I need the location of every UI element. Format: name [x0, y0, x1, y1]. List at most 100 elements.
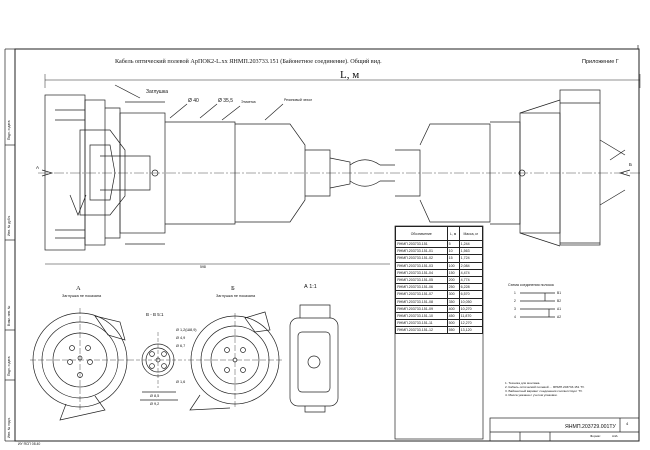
- marker-a: А: [36, 165, 40, 170]
- table-cell: ЯНМП.203733.151-06: [395, 283, 448, 292]
- table-cell: 450: [446, 311, 460, 321]
- table-cell: 6,228: [458, 283, 484, 292]
- dim-label: Ø 4,9: [176, 336, 186, 340]
- table-cell: 15: [446, 254, 460, 263]
- table-cell: 250: [446, 283, 460, 292]
- table-cell: 4,474: [458, 268, 484, 277]
- note-line: 2. Кабель оптический полевой ... ЯНМП.20…: [505, 385, 585, 389]
- callout-boot: Резиновый чехол: [284, 98, 313, 102]
- stamp-sheet: 4: [626, 421, 629, 426]
- callout-sleeve: Этикетка: [241, 100, 256, 104]
- table-cell: 5: [446, 239, 460, 249]
- view-b-subtitle: Заглушка не показана: [216, 294, 256, 298]
- bottom-left-code: ИУ ЯСП 08.40: [18, 442, 41, 446]
- scheme-pin: 4: [514, 315, 516, 319]
- scheme-pin: 1: [514, 291, 516, 295]
- table-cell: 10: [446, 247, 460, 256]
- section-title: В - В 5:1: [146, 312, 164, 317]
- table-cell: 12,270: [458, 319, 484, 328]
- table-cell: 1,724: [458, 254, 484, 263]
- dim-label: Ø 9,2: [150, 402, 160, 406]
- dim-label: Ø 8,5: [150, 394, 160, 398]
- scheme-label: А1: [557, 307, 562, 311]
- table-cell: 100: [446, 261, 460, 270]
- side-label: Подп. и дата: [7, 356, 11, 376]
- scheme-pin: 2: [514, 299, 516, 303]
- stamp-code: ЯНМП.203729.001ТУ: [565, 424, 616, 430]
- drawing-title: Кабель оптический полевой АрПОК2-L.хх ЯН…: [115, 58, 382, 65]
- table-cell: ЯНМП.203733.151-10: [395, 311, 448, 321]
- table-cell: 350: [446, 297, 460, 306]
- table-cell: 10,050: [458, 297, 484, 306]
- scheme-label: А2: [557, 315, 562, 319]
- table-cell: 1,563: [458, 247, 484, 256]
- table-cell: 11,870: [458, 311, 484, 321]
- side-label: Инв. № дубл.: [7, 215, 11, 236]
- side-label: Взам. инв. №: [7, 305, 11, 326]
- table-cell: ЯНМП.203733.151: [395, 239, 448, 249]
- view-a-title: А: [76, 285, 81, 292]
- table-cell: 200: [446, 275, 460, 285]
- callout-dia1: Ø 40: [188, 98, 199, 104]
- table-cell: 13,120: [458, 326, 484, 335]
- dim-label: Ø 1,2(Ш8,9): [176, 328, 197, 332]
- spec-table: Обозначение L, м Масса, кг ЯНМП.203733.1…: [395, 226, 484, 335]
- callout-dia2: Ø 35,5: [218, 98, 234, 104]
- table-cell: ЯНМП.203733.151-05: [395, 275, 448, 285]
- table-cell: ЯНМП.203733.151-08: [395, 297, 448, 306]
- side-label: Подп. и дата: [7, 120, 11, 140]
- table-header: Обозначение: [395, 226, 448, 241]
- table-cell: 550: [446, 326, 460, 335]
- table-cell: ЯНМП.203733.151-11: [395, 319, 448, 328]
- table-cell: ЯНМП.203733.151-01: [395, 247, 448, 256]
- notes-block: 1. Техника для монтажа. 2. Кабель оптиче…: [505, 381, 625, 397]
- scheme-pin: 3: [514, 307, 516, 311]
- note-line: 1. Техника для монтажа.: [505, 381, 541, 385]
- note-line: 3. Байонетный вариант соединения соответ…: [505, 389, 583, 393]
- view-b-title: Б: [231, 285, 235, 292]
- scheme-label: В2: [557, 299, 562, 303]
- table-header-row: Обозначение L, м Масса, кг: [395, 226, 484, 241]
- callout-nut: Заглушка: [146, 89, 169, 95]
- table-cell: 150: [446, 268, 460, 277]
- note-line: 4. Масса указана с учетом упаковки.: [505, 393, 558, 397]
- dim-label: Ø 1,6: [176, 380, 186, 384]
- table-cell: ЯНМП.203733.151-04: [395, 268, 448, 277]
- table-cell: 4,774: [458, 275, 484, 285]
- side-label: Инв. № подл.: [7, 417, 11, 438]
- length-label: L, м: [340, 69, 360, 81]
- table-cell: 500: [446, 319, 460, 328]
- table-header: L, м: [446, 226, 460, 241]
- appendix-label: Приложение Г: [582, 59, 619, 65]
- stamp-format-label: Формат: [590, 434, 601, 438]
- table-cell: 2,084: [458, 261, 484, 270]
- dimension-bottom: 598: [200, 265, 206, 269]
- table-cell: 6,570: [458, 290, 484, 299]
- table-cell: ЯНМП.203733.151-02: [395, 254, 448, 263]
- table-cell: ЯНМП.203733.151-03: [395, 261, 448, 270]
- scheme-label: В1: [557, 291, 562, 295]
- table-cell: 1,244: [458, 239, 484, 249]
- table-cell: 300: [446, 290, 460, 299]
- table-cell: ЯНМП.203733.151-09: [395, 304, 448, 313]
- table-cell: ЯНМП.203733.151-12: [395, 326, 448, 335]
- scheme-title: Схема соединения полосок: [508, 283, 555, 287]
- table-cell: ЯНМП.203733.151-07: [395, 290, 448, 299]
- stamp-format-value: А4А: [612, 434, 618, 438]
- view-a-subtitle: Заглушка не показана: [62, 294, 102, 298]
